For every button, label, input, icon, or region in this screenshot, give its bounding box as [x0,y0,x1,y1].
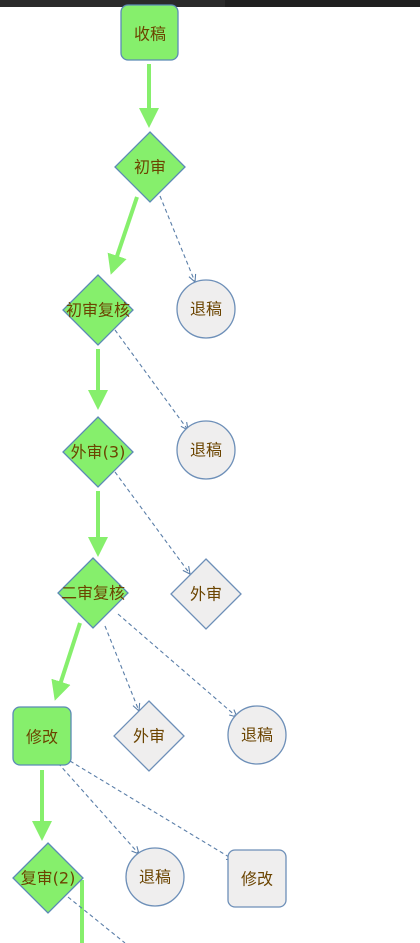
node-label: 收稿 [134,25,166,44]
node-label: 修改 [241,870,273,889]
node-label: 外审 [133,727,165,746]
top-bar-accent [0,0,225,7]
branch-ershenfuhe-tuigao3 [117,613,237,717]
node-label: 初审 [134,158,166,177]
main-flow-edges [32,64,159,943]
node-shape [125,847,185,907]
node-xiugai-b[interactable]: 修改 [227,849,287,908]
branch-xiugai-tuigao4 [57,762,139,854]
branch-waishen3-waishenb1 [114,471,190,574]
node-shape [114,131,186,203]
node-waishen-3[interactable]: 外审(3) [62,416,134,488]
branch-fushen2-next [67,896,126,943]
node-shape [12,706,72,766]
node-waishen-b2[interactable]: 外审 [113,700,185,772]
node-label: 退稿 [139,868,171,887]
node-shape [12,842,84,914]
node-chushen-fuhe[interactable]: 初审复核 [62,274,134,346]
node-shape [176,420,236,480]
node-shape [120,4,179,61]
node-label: 复审(2) [21,869,76,888]
node-waishen-b1[interactable]: 外审 [170,558,242,630]
edge-chushen-chushenfuhe [107,196,139,275]
node-label: 外审(3) [71,443,126,462]
top-bar [0,0,420,7]
node-fushen-2[interactable]: 复审(2) [12,842,84,914]
node-label: 退稿 [190,300,222,319]
nodes: 收稿 初审 退稿 初审复核 退稿 外审(3) 外审 [12,4,287,914]
node-ershen-fuhe[interactable]: 二审复核 [57,557,129,629]
branch-chushen-tuigao1 [159,195,195,282]
node-label: 二审复核 [61,584,125,603]
node-tuigao-3[interactable]: 退稿 [227,705,287,765]
node-xiugai[interactable]: 修改 [12,706,72,766]
node-shape [62,416,134,488]
node-label: 初审复核 [66,301,130,320]
edge-ershenfuhe-xiugai [51,622,82,701]
node-shape [227,705,287,765]
node-shougao[interactable]: 收稿 [120,4,179,61]
node-label: 修改 [26,728,58,747]
node-tuigao-1[interactable]: 退稿 [176,279,236,339]
node-tuigao-4[interactable]: 退稿 [125,847,185,907]
node-shape [227,849,287,908]
node-label: 外审 [190,585,222,604]
branch-xiugai-xiugaib [69,760,234,860]
branch-ershenfuhe-waishenb2 [104,625,139,711]
branch-edges [57,195,237,943]
node-chushen[interactable]: 初审 [114,131,186,203]
node-shape [62,274,134,346]
node-label: 退稿 [190,441,222,460]
node-tuigao-2[interactable]: 退稿 [176,420,236,480]
node-shape [57,557,129,629]
node-shape [176,279,236,339]
branch-chushenfuhe-tuigao2 [114,329,188,430]
node-label: 退稿 [241,726,273,745]
node-shape [113,700,185,772]
node-shape [170,558,242,630]
